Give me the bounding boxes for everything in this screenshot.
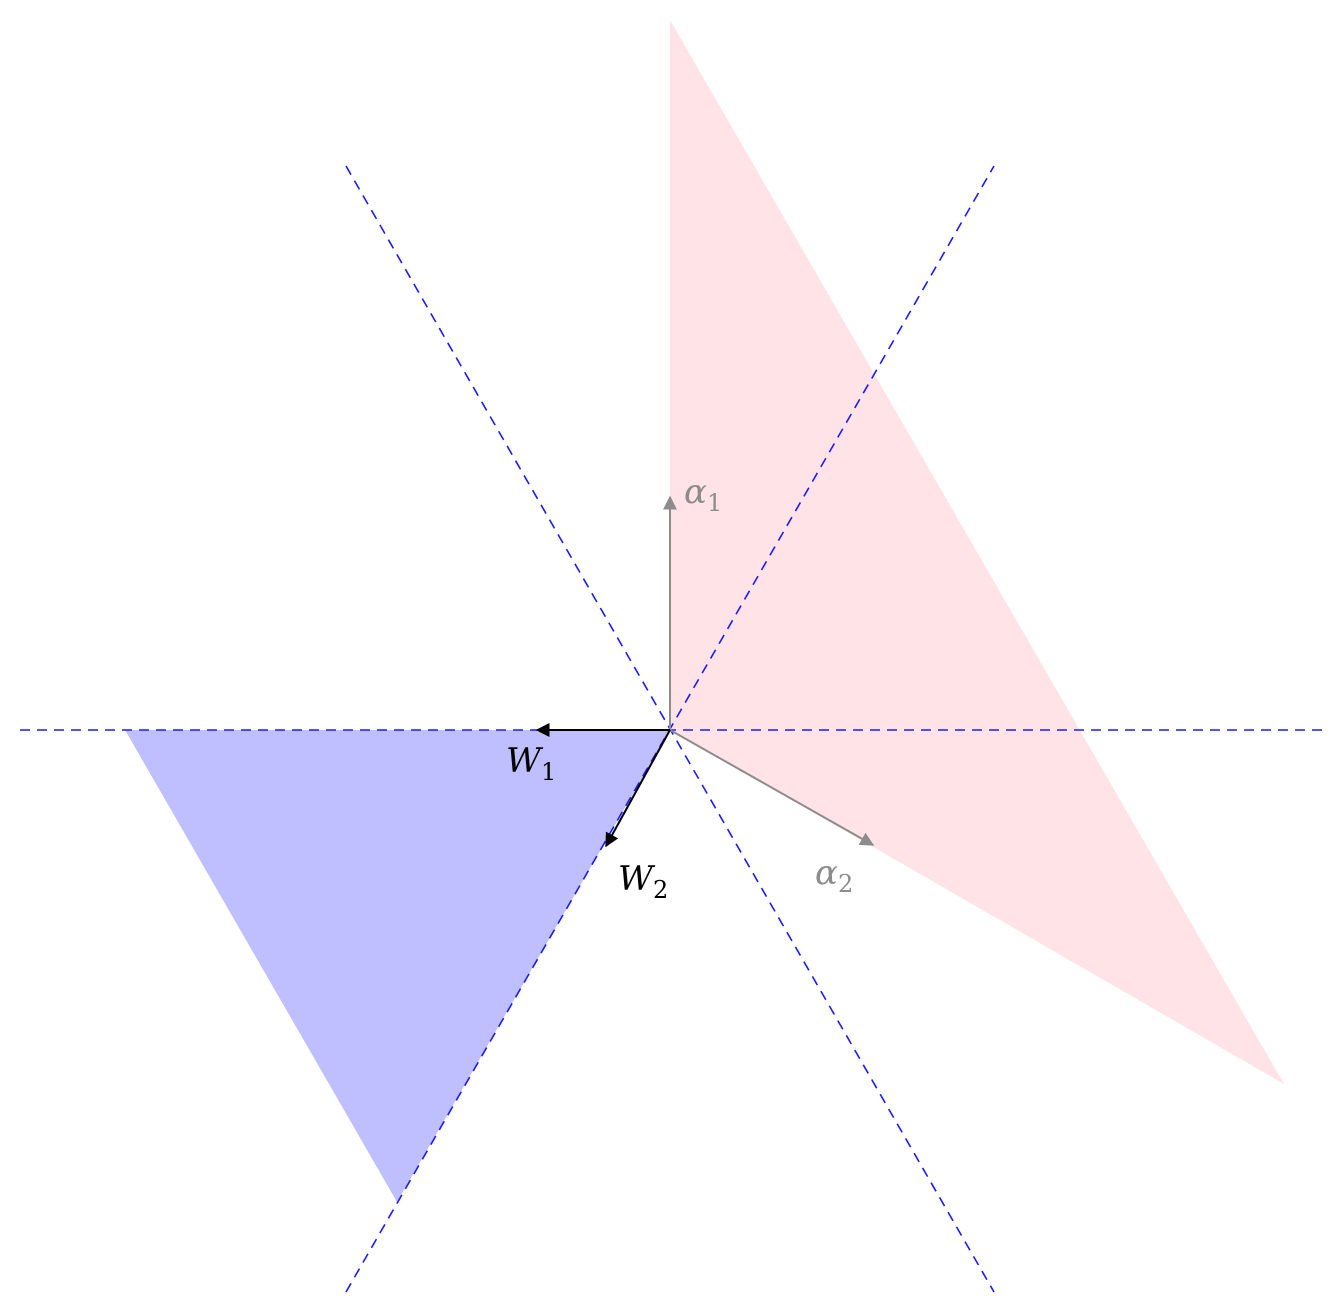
blue-region	[125, 730, 670, 1202]
alpha2-vector	[669, 729, 875, 846]
w2-vector	[605, 729, 671, 848]
root-vectors	[663, 495, 875, 846]
w2-label: W2	[618, 859, 668, 904]
pink-region	[670, 20, 1284, 1084]
w1-label: W1	[506, 741, 556, 786]
alpha2-label: α2	[815, 853, 853, 898]
alpha1-label: α1	[684, 472, 722, 517]
weight-vectors	[535, 723, 671, 848]
